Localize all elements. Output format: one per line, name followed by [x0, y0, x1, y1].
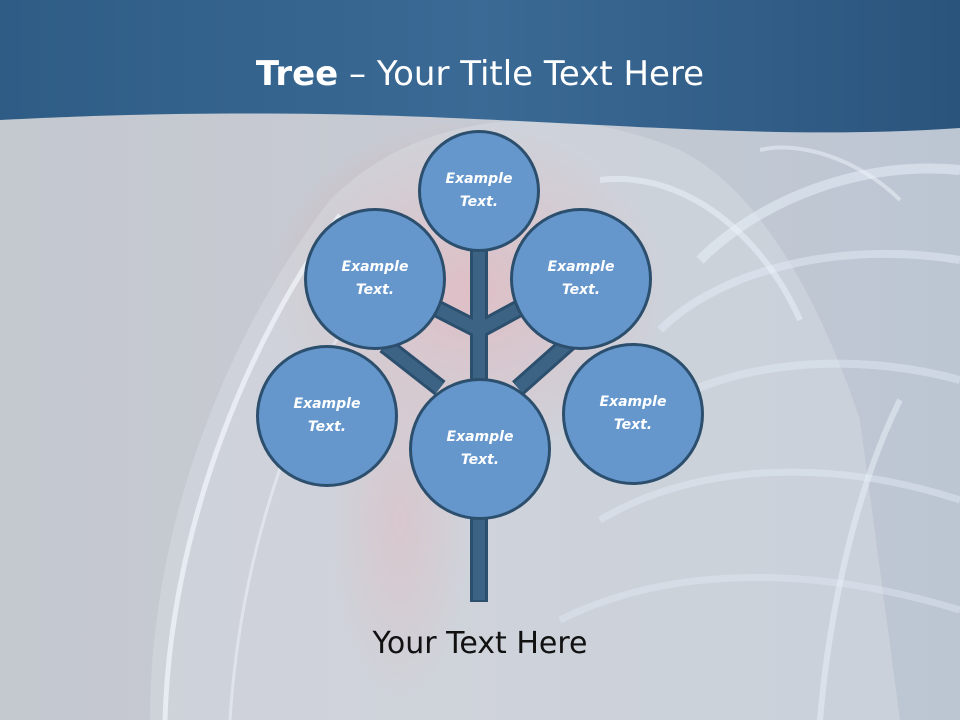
title-text: – Your Title Text Here: [338, 54, 705, 94]
title-bold-word: Tree: [255, 54, 339, 94]
slide-caption[interactable]: Your Text Here: [372, 626, 588, 661]
slide-title[interactable]: Tree – Your Title Text Here: [0, 52, 960, 96]
